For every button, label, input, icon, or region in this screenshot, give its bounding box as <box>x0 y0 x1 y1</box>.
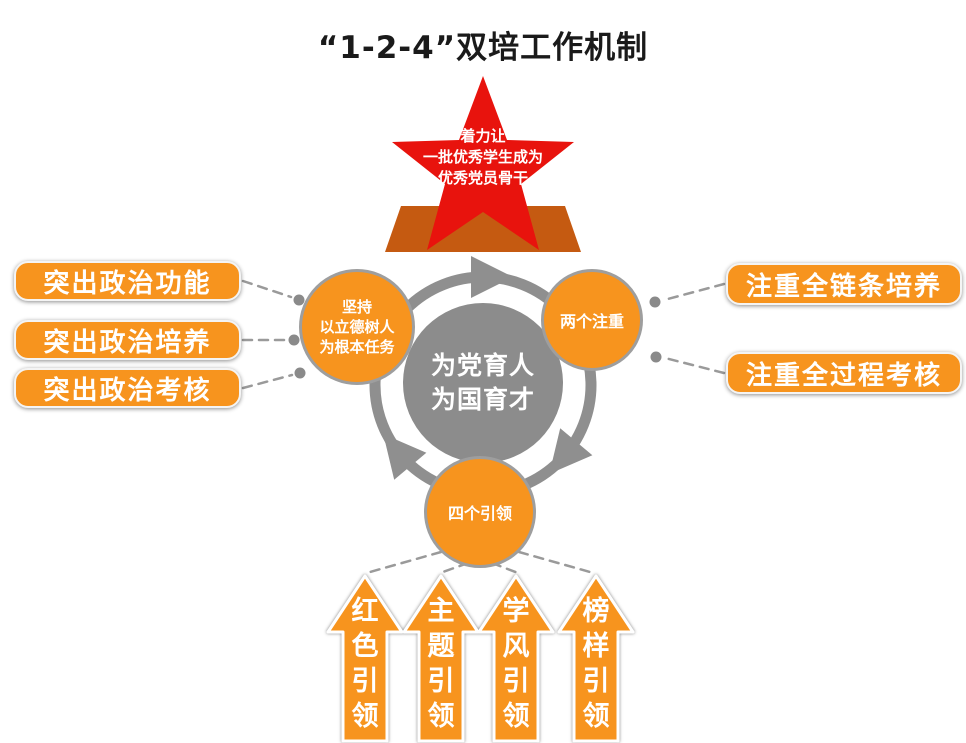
page-title: “1-2-4”双培工作机制 <box>317 30 649 66</box>
side-box-left-3: 突出政治考核 <box>14 368 241 408</box>
node-bottom-label: 四个引领 <box>447 504 512 523</box>
star-caption-line1: 着力让 <box>460 127 506 145</box>
cycle-arrowhead-left <box>383 434 427 480</box>
arrow-label-4: 榜样引领 <box>582 596 610 732</box>
side-box-right-2: 注重全过程考核 <box>726 352 962 394</box>
node-circle-left: 坚持 以立德树人 为根本任务 <box>299 269 415 385</box>
side-box-right-1: 注重全链条培养 <box>726 263 962 305</box>
arrow-label-3: 学风引领 <box>502 596 530 732</box>
star-shape <box>392 76 574 250</box>
node-circle-bottom: 四个引领 <box>424 456 536 568</box>
arrow-up-shape-2 <box>402 574 480 743</box>
node-left-line2: 以立德树人 <box>319 318 395 336</box>
left-connector-dots <box>288 294 306 379</box>
star-caption-line3: 优秀党员骨干 <box>437 169 528 187</box>
arrow-up-shape-1 <box>326 574 404 743</box>
node-left-line1: 坚持 <box>341 298 372 316</box>
side-box-left-1: 突出政治功能 <box>14 261 241 301</box>
ribbon-base <box>385 206 581 252</box>
node-circle-right: 两个注重 <box>541 269 643 371</box>
arrow-up-shape-3 <box>477 574 555 743</box>
left-connector-lines <box>241 279 294 390</box>
arrow-up-shape-4 <box>557 574 635 743</box>
cycle-arrowhead-top <box>471 256 513 298</box>
center-circle-line1: 为党育人 <box>430 351 535 380</box>
cycle-arrowhead-right <box>549 428 593 474</box>
star-caption: 着力让 一批优秀学生成为 优秀党员骨干 <box>383 126 583 189</box>
node-left-line3: 为根本任务 <box>319 338 395 356</box>
arrow-label-2: 主题引领 <box>427 596 455 732</box>
star-caption-line2: 一批优秀学生成为 <box>422 148 543 166</box>
arrow-label-1: 红色引领 <box>351 596 379 732</box>
bottom-arrow-shapes <box>326 574 635 743</box>
right-connector-lines <box>662 282 726 375</box>
side-box-left-2: 突出政治培养 <box>14 320 241 360</box>
center-circle-line2: 为国育才 <box>430 385 535 414</box>
node-right-label: 两个注重 <box>559 312 624 331</box>
center-circle: 为党育人 为国育才 <box>403 303 563 463</box>
right-connector-dots <box>649 296 662 363</box>
